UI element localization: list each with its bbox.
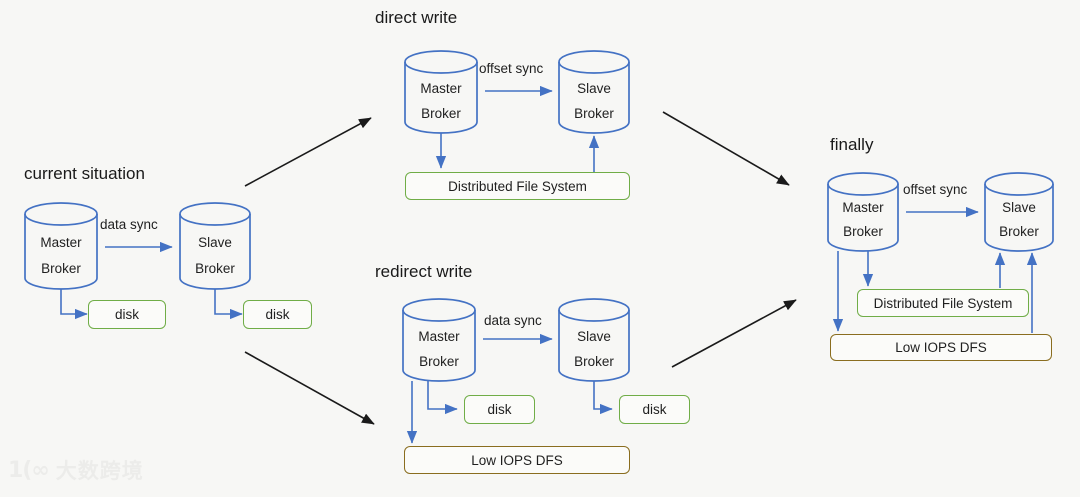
- section-title-direct-write: direct write: [375, 8, 458, 27]
- redirect-slave-disk-box[interactable]: disk: [619, 395, 690, 424]
- direct-master-label-line2: Broker: [421, 106, 461, 121]
- redirect-slave-label-line2: Broker: [574, 354, 614, 369]
- direct-slave-broker[interactable]: Slave Broker: [559, 51, 629, 133]
- redirect-master-broker[interactable]: Master Broker: [403, 299, 475, 381]
- current-slave-disk-box[interactable]: disk: [243, 300, 312, 329]
- current-master-label-line1: Master: [40, 235, 82, 250]
- current-slave-broker[interactable]: Slave Broker: [180, 203, 250, 289]
- watermark-text: 大数跨境: [55, 459, 144, 483]
- redirect-slave-label-line1: Slave: [577, 329, 611, 344]
- section-title-finally: finally: [830, 135, 874, 154]
- watermark-logo-icon: 1(∞: [8, 457, 50, 483]
- finally-low-iops-dfs-box[interactable]: Low IOPS DFS: [830, 334, 1052, 361]
- redirect-slave-broker[interactable]: Slave Broker: [559, 299, 629, 381]
- redirect-master-label-line1: Master: [418, 329, 460, 344]
- section-title-current-situation: current situation: [24, 164, 145, 183]
- current-slave-label-line1: Slave: [198, 235, 232, 250]
- current-master-to-disk-arrow: [60, 289, 88, 320]
- redirect-master-to-disk-arrow: [427, 381, 458, 415]
- direct-master-label-line1: Master: [420, 81, 462, 96]
- direct-offset-sync-label: offset sync: [479, 61, 544, 76]
- section-title-redirect-write: redirect write: [375, 262, 473, 281]
- redirect-master-label-line2: Broker: [419, 354, 459, 369]
- arrow-redirect-to-finally: [671, 299, 797, 368]
- watermark: 1(∞ 大数跨境: [8, 455, 144, 485]
- finally-offset-sync-label: offset sync: [903, 182, 968, 197]
- direct-master-broker[interactable]: Master Broker: [405, 51, 477, 133]
- finally-distributed-file-system-box[interactable]: Distributed File System: [857, 289, 1029, 317]
- arrow-current-to-redirect: [244, 351, 375, 425]
- direct-distributed-file-system-box[interactable]: Distributed File System: [405, 172, 630, 200]
- arrow-direct-to-finally: [662, 111, 790, 186]
- current-master-disk-box[interactable]: disk: [88, 300, 166, 329]
- current-slave-label-line2: Broker: [195, 261, 235, 276]
- finally-slave-label-line2: Broker: [999, 224, 1039, 239]
- redirect-low-iops-dfs-box[interactable]: Low IOPS DFS: [404, 446, 630, 474]
- current-master-label-line2: Broker: [41, 261, 81, 276]
- redirect-master-disk-box[interactable]: disk: [464, 395, 535, 424]
- finally-slave-label-line1: Slave: [1002, 200, 1036, 215]
- current-master-broker[interactable]: Master Broker: [25, 203, 97, 289]
- direct-slave-label-line1: Slave: [577, 81, 611, 96]
- finally-master-label-line2: Broker: [843, 224, 883, 239]
- current-data-sync-label: data sync: [100, 217, 158, 232]
- finally-master-broker[interactable]: Master Broker: [828, 173, 898, 251]
- current-slave-to-disk-arrow: [214, 289, 243, 320]
- arrow-current-to-direct: [244, 117, 372, 187]
- redirect-data-sync-label: data sync: [484, 313, 542, 328]
- redirect-slave-to-disk-arrow: [593, 381, 613, 415]
- direct-slave-label-line2: Broker: [574, 106, 614, 121]
- finally-slave-broker[interactable]: Slave Broker: [985, 173, 1053, 251]
- finally-master-label-line1: Master: [842, 200, 884, 215]
